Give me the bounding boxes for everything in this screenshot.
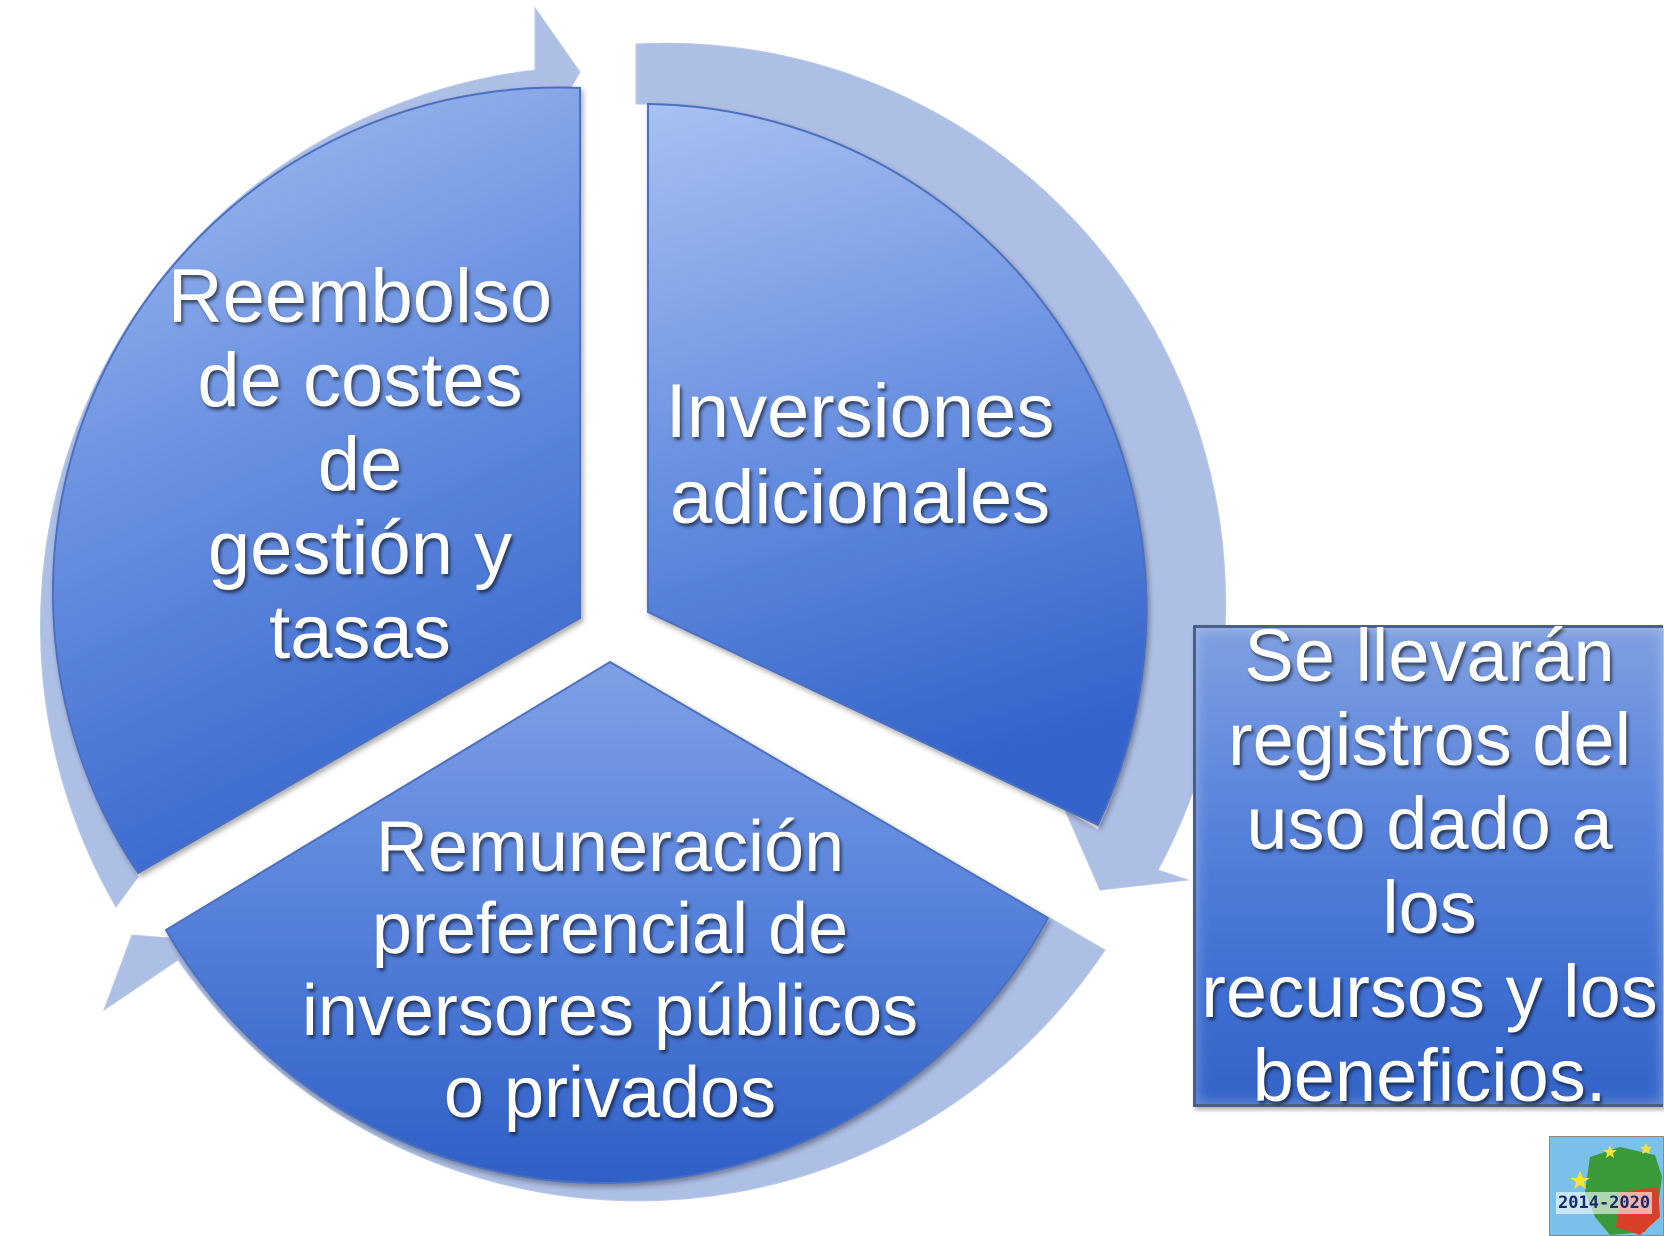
- side-note-label: Se llevarán registros del uso dado a los…: [1201, 614, 1658, 1117]
- program-logo: 2014-2020: [1549, 1136, 1664, 1236]
- segment-top-left: [51, 86, 581, 875]
- logo-graphic: [1550, 1137, 1663, 1235]
- segment-bottom: [164, 660, 1050, 1184]
- segment-label-inversiones: Inversiones adicionales: [665, 369, 1055, 540]
- side-note-box: Se llevarán registros del uso dado a los…: [1193, 614, 1663, 1117]
- segment-label-reembolso: Reembolso de costes de gestión y tasas: [167, 254, 553, 675]
- logo-year-text: 2014-2020: [1556, 1192, 1653, 1214]
- segment-top-right: [647, 102, 1148, 827]
- segment-label-remuneracion: Remuneración preferencial de inversores …: [301, 807, 919, 1133]
